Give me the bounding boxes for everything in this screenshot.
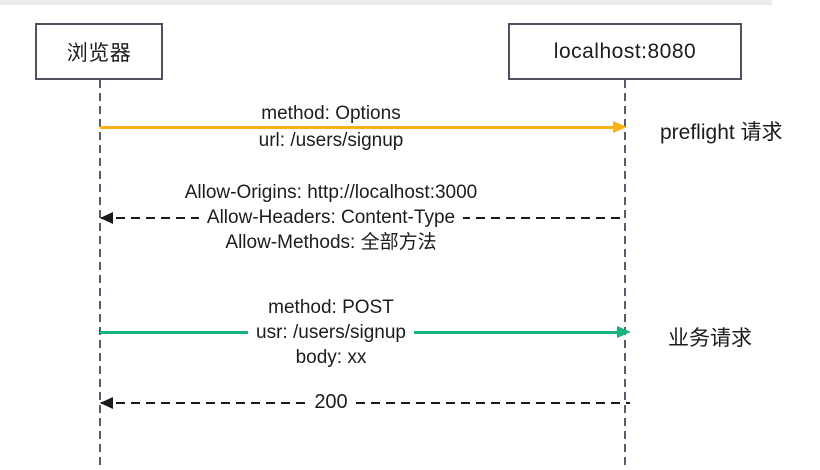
business-request-arrowhead-icon: [617, 326, 631, 338]
preflight-request-arrowhead-icon: [613, 121, 627, 133]
business-response-arrowhead-icon: [100, 397, 113, 409]
preflight-response-label-origins: Allow-Origins: http://localhost:3000: [184, 182, 478, 203]
business-response-label-status: 200: [100, 391, 562, 413]
actor-box-browser: 浏览器: [35, 23, 163, 80]
business-request-label-body: body: xx: [295, 347, 367, 368]
actor-label-browser: 浏览器: [66, 41, 132, 65]
actor-box-server: localhost:8080: [508, 23, 742, 80]
business-annotation: 业务请求: [668, 327, 752, 350]
lifeline-browser: [99, 80, 101, 470]
preflight-request-arrow-line: [100, 126, 616, 129]
actor-label-server: localhost:8080: [553, 39, 697, 63]
business-response-arrow-line: [101, 402, 630, 404]
preflight-response-arrowhead-icon: [100, 212, 113, 224]
top-strip-decoration: [0, 0, 772, 5]
preflight-annotation: preflight 请求: [660, 121, 783, 144]
preflight-response-label-headers: Allow-Headers: Content-Type: [100, 207, 562, 229]
preflight-response-label-headers-text: Allow-Headers: Content-Type: [198, 207, 464, 229]
preflight-response-label-methods: Allow-Methods: 全部方法: [225, 232, 437, 253]
business-request-label-method: method: POST: [268, 297, 394, 318]
business-request-label-url: usr: /users/signup: [100, 322, 562, 344]
lifeline-server: [624, 80, 626, 470]
business-request-label-url-text: usr: /users/signup: [248, 322, 414, 344]
preflight-request-label-method: method: Options: [261, 103, 401, 124]
business-response-status-text: 200: [306, 391, 356, 413]
preflight-request-label-url: url: /users/signup: [258, 130, 404, 151]
